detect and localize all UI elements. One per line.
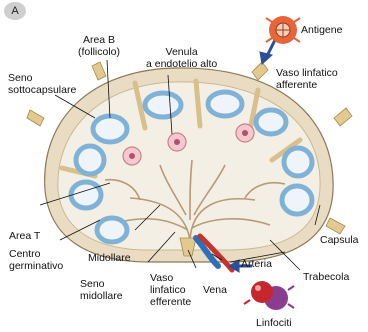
- follicle: [145, 93, 181, 117]
- follicle: [71, 182, 101, 208]
- label-centro-germinativo: Centro germinativo: [9, 248, 63, 272]
- label-arteria: Arteria: [241, 258, 272, 270]
- panel-letter: A: [4, 2, 26, 20]
- label-trabecola: Trabecola: [303, 271, 349, 283]
- antigen: [266, 16, 300, 44]
- follicle: [256, 110, 286, 134]
- label-venula: Venula a endotelio alto: [146, 46, 217, 70]
- afferent-vessel: [92, 62, 106, 80]
- afferent-vessel: [334, 108, 352, 126]
- label-area-b: Area B (follicolo): [78, 34, 120, 58]
- label-area-t: Area T: [9, 230, 40, 242]
- afferent-vessel: [252, 62, 268, 80]
- label-vena: Vena: [203, 284, 227, 296]
- follicle: [208, 92, 242, 116]
- label-seno-sottocapsulare: Seno sottocapsulare: [8, 72, 76, 96]
- label-seno-midollare: Seno midollare: [80, 278, 123, 302]
- follicle: [284, 148, 312, 176]
- label-antigene: Antigene: [301, 24, 342, 36]
- follicle: [282, 186, 312, 214]
- label-midollare: Midollare: [88, 252, 131, 264]
- lymphocytes: [244, 281, 294, 310]
- follicle: [97, 218, 127, 242]
- label-capsula: Capsula: [320, 234, 359, 246]
- follicle: [93, 116, 127, 142]
- afferent-vessel: [27, 110, 44, 126]
- label-linfociti: Linfociti: [256, 317, 292, 329]
- afferent-vessel: [326, 218, 345, 234]
- label-vaso-afferente: Vaso linfatico afferente: [276, 67, 338, 91]
- follicle: [76, 146, 104, 174]
- label-vaso-efferente: Vaso linfatico efferente: [150, 272, 191, 308]
